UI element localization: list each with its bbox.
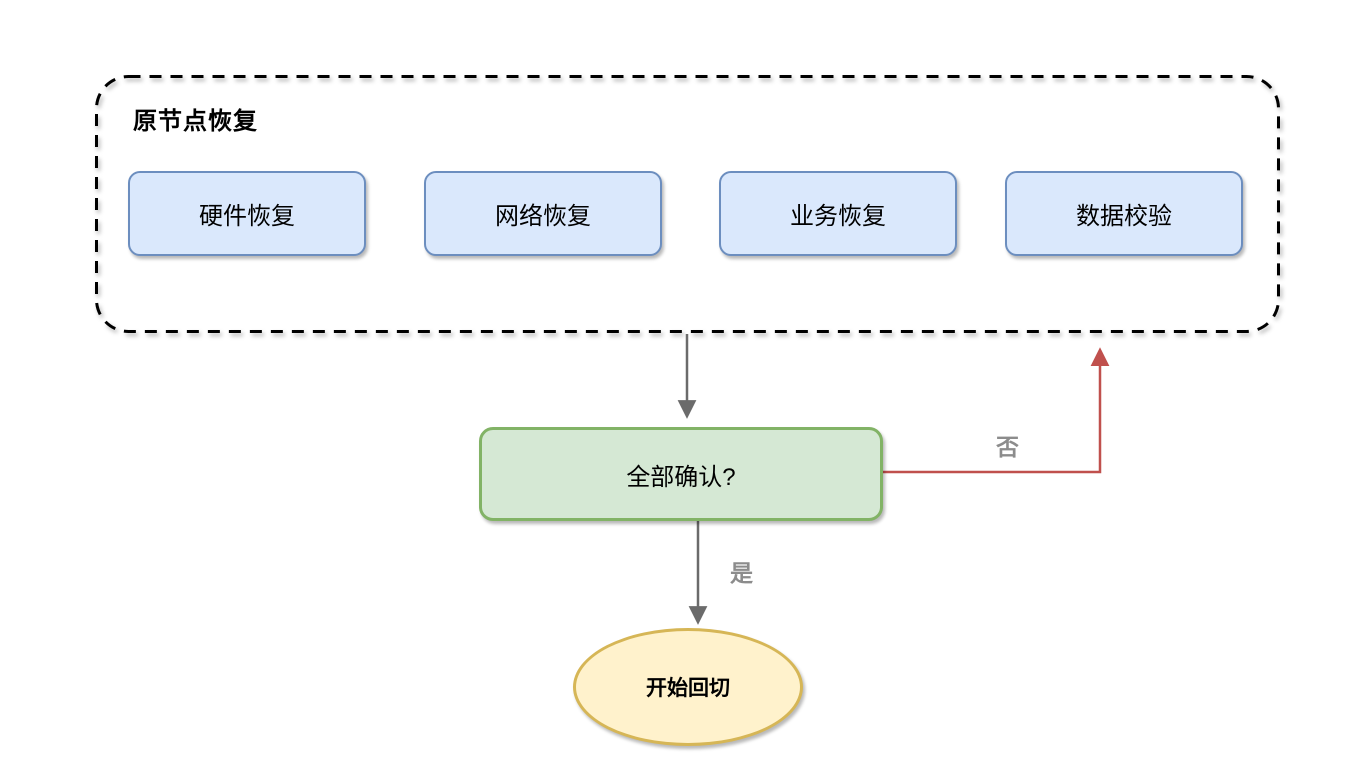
- node-label: 硬件恢复: [199, 203, 295, 230]
- node-start-switchback[interactable]: 开始回切: [573, 628, 803, 746]
- node-all-confirmed-decision[interactable]: 全部确认?: [479, 427, 883, 521]
- node-label: 业务恢复: [790, 203, 886, 230]
- node-label: 数据校验: [1076, 203, 1172, 230]
- edge-label-no: 否: [996, 434, 1019, 460]
- node-data-verification[interactable]: 数据校验: [1005, 171, 1243, 256]
- group-title: 原节点恢复: [133, 108, 258, 135]
- node-label: 网络恢复: [495, 203, 591, 230]
- node-network-recovery[interactable]: 网络恢复: [424, 171, 662, 256]
- edge-label-yes: 是: [730, 560, 753, 586]
- node-label: 开始回切: [646, 677, 730, 700]
- node-label: 全部确认?: [626, 463, 736, 491]
- node-hardware-recovery[interactable]: 硬件恢复: [128, 171, 366, 256]
- arrow-no: [883, 347, 1110, 474]
- group-original-node-recovery: 原节点恢复 硬件恢复 网络恢复 业务恢复 数据校验: [95, 75, 1280, 333]
- node-business-recovery[interactable]: 业务恢复: [719, 171, 957, 256]
